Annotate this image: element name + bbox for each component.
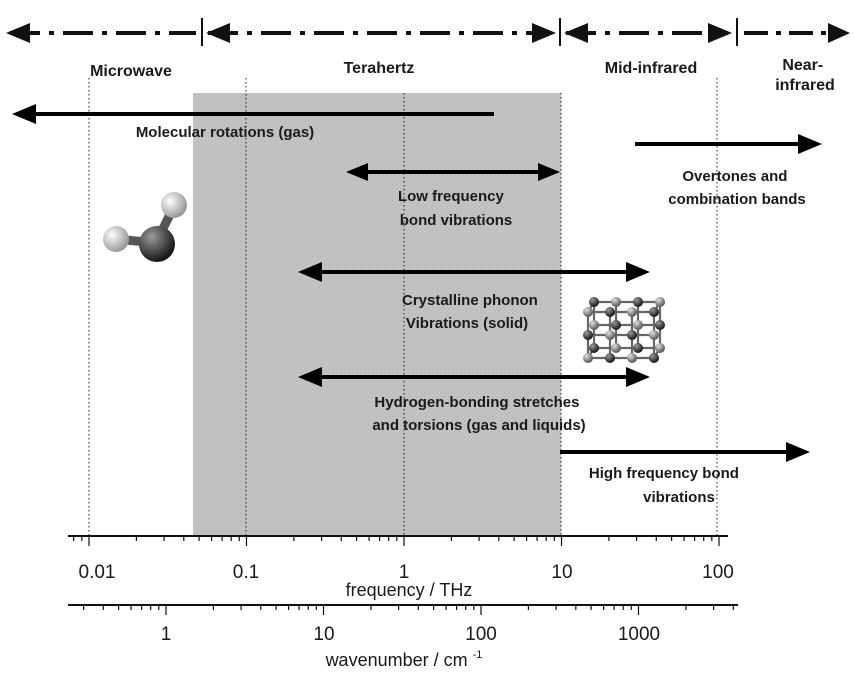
frequency-axis-label: frequency / THz [346, 580, 473, 600]
right-arrowhead-icon [538, 163, 560, 181]
right-arrowhead-icon [626, 367, 650, 387]
near-infrared-line-2: infrared [775, 77, 835, 94]
left-arrowhead-icon [346, 163, 368, 181]
region-label-terahertz: Terahertz [344, 60, 415, 77]
right-arrowhead-icon [626, 262, 650, 282]
hydrogen-bonding-line-2: and torsions (gas and liquids) [372, 417, 585, 434]
left-arrowhead-icon [206, 23, 230, 43]
region-label-microwave: Microwave [90, 63, 172, 80]
frequency-tick-label-0.1: 0.1 [233, 562, 259, 583]
left-arrowhead-icon [6, 23, 30, 43]
gas-molecule-icon [103, 192, 187, 262]
frequency-tick-label-100: 100 [702, 562, 734, 583]
left-arrowhead-icon [298, 262, 322, 282]
wavenumber-tick-label-1: 1 [161, 624, 172, 645]
hydrogen-bonding-label: Hydrogen-bonding stretches and torsions … [372, 394, 585, 434]
frequency-tick-label-1: 1 [399, 562, 410, 583]
frequency-tick-label-0.01: 0.01 [79, 562, 116, 583]
frequency-axis: 0.01 0.1 1 10 100 frequency / THz [68, 535, 734, 600]
overtones-line-2: combination bands [668, 191, 806, 208]
process-arrows [12, 104, 822, 462]
high-frequency-bond-line-2: vibrations [643, 489, 715, 506]
wavenumber-axis: 1 10 100 1000 wavenumber / cm -1 [68, 604, 738, 670]
low-frequency-bond-label: Low frequency bond vibrations [398, 188, 512, 229]
high-frequency-bond-label: High frequency bond vibrations [589, 465, 743, 506]
overtones-line-1: Overtones and [682, 168, 787, 185]
region-label-near-infrared: Near- infrared [775, 57, 835, 94]
crystalline-phonon-line-1: Crystalline phonon [402, 292, 538, 309]
wavenumber-axis-label-sup: -1 [473, 649, 483, 661]
right-arrowhead-icon [708, 23, 732, 43]
low-frequency-bond-line-1: Low frequency [398, 188, 505, 205]
decade-gridlines [88, 78, 718, 536]
terahertz-shaded-band [193, 93, 561, 536]
near-infrared-line-1: Near- [782, 57, 823, 74]
frequency-tick-label-10: 10 [551, 562, 572, 583]
right-arrowhead-icon [798, 134, 822, 154]
right-arrowhead-icon [786, 442, 810, 462]
region-label-mid-infrared: Mid-infrared [605, 60, 697, 77]
right-arrowhead-icon [532, 23, 556, 43]
right-arrowhead-icon [828, 23, 850, 43]
wavenumber-axis-label: wavenumber / cm -1 [325, 649, 483, 670]
hydrogen-bonding-line-1: Hydrogen-bonding stretches [374, 394, 579, 411]
low-frequency-bond-line-2: bond vibrations [400, 212, 513, 229]
left-arrowhead-icon [564, 23, 588, 43]
wavenumber-axis-label-main: wavenumber / cm [325, 650, 468, 670]
high-frequency-bond-line-1: High frequency bond [589, 465, 739, 482]
crystal-lattice-icon [583, 297, 665, 363]
region-bracket-arrows [6, 18, 850, 46]
crystalline-phonon-line-2: Vibrations (solid) [406, 315, 528, 332]
left-arrowhead-icon [12, 104, 36, 124]
wavenumber-axis-ticks [82, 605, 734, 615]
crystalline-phonon-label: Crystalline phonon Vibrations (solid) [402, 292, 542, 332]
left-arrowhead-icon [298, 367, 322, 387]
overtones-label: Overtones and combination bands [668, 168, 806, 208]
wavenumber-tick-label-10: 10 [313, 624, 334, 645]
wavenumber-tick-label-1000: 1000 [618, 624, 660, 645]
molecular-rotations-label: Molecular rotations (gas) [136, 124, 314, 141]
frequency-axis-ticks [73, 536, 720, 546]
wavenumber-tick-label-100: 100 [465, 624, 497, 645]
